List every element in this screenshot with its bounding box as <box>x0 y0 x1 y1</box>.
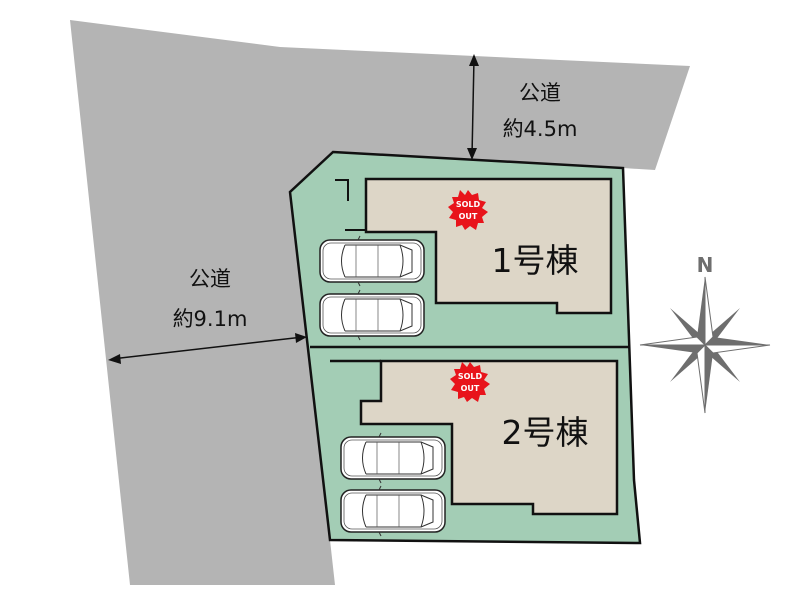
sold-out-badge: SOLD OUT <box>450 362 490 402</box>
house-2-footprint <box>359 359 619 516</box>
parking-car <box>340 432 446 484</box>
lot-1-label: 1号棟 <box>492 241 579 280</box>
parking-car <box>340 485 446 537</box>
svg-text:SOLD: SOLD <box>456 200 481 209</box>
svg-text:SOLD: SOLD <box>458 372 483 381</box>
sold-out-badge: SOLD OUT <box>448 190 488 230</box>
compass-north-label: N <box>697 253 714 277</box>
lot-2-label: 2号棟 <box>502 413 589 452</box>
west-road-width: 約9.1m <box>173 307 248 331</box>
north-road-dimension <box>467 54 479 160</box>
mailbox-mark <box>335 179 349 201</box>
north-road-width: 約4.5m <box>503 117 578 141</box>
west-road-label: 公道 <box>189 267 231 291</box>
road-area <box>70 20 690 585</box>
svg-text:OUT: OUT <box>461 384 480 393</box>
north-road-label: 公道 <box>519 81 561 105</box>
compass-rose-icon <box>639 276 771 414</box>
parking-car <box>319 289 425 341</box>
west-road-dimension <box>108 333 307 364</box>
parking-car <box>319 235 425 287</box>
svg-text:OUT: OUT <box>459 212 478 221</box>
house-1-footprint <box>364 177 613 315</box>
